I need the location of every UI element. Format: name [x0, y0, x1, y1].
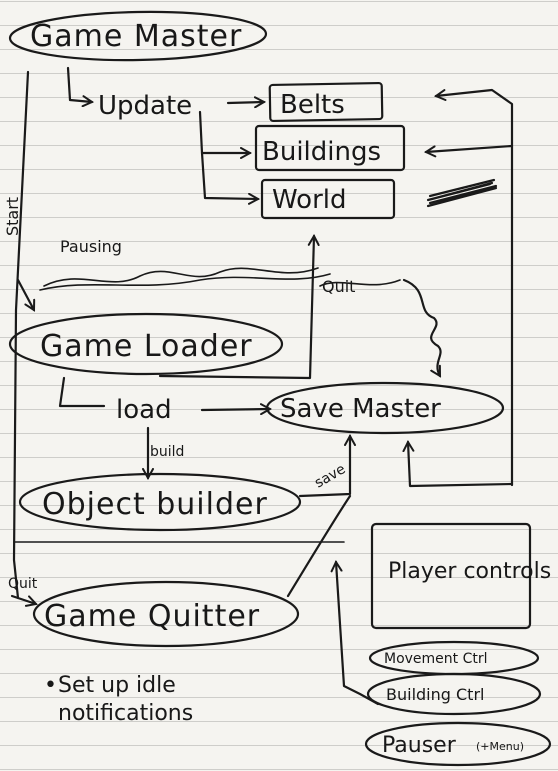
- start-line: [12, 70, 30, 600]
- pauser-label: Pauser: [382, 733, 457, 758]
- building-ctrl-node: Building Ctrl: [366, 672, 542, 716]
- quit-to-save-squiggle: [402, 278, 442, 376]
- save-master-ellipse: [265, 381, 505, 435]
- game-quitter-label: Game Quitter: [44, 599, 260, 634]
- player-controls-box: [370, 522, 532, 630]
- loader-to-world-arrow: [158, 236, 314, 380]
- load-to-save-arrow: [200, 409, 270, 410]
- building-ctrl-label: Building Ctrl: [386, 685, 484, 704]
- object-builder-label: Object builder: [42, 487, 268, 522]
- game-master-node: Game Master: [8, 10, 268, 62]
- right-loop-to-buildings: [426, 144, 514, 152]
- quit-upper-label: Quit: [322, 277, 355, 296]
- player-controls-node: Player controls: [370, 522, 551, 630]
- object-builder-node: Object builder: [18, 472, 302, 532]
- load-label: load: [116, 395, 172, 425]
- game-master-label: Game Master: [30, 19, 242, 54]
- quit-lower-label: Quit: [8, 576, 38, 592]
- buildings-node: Buildings: [254, 124, 406, 172]
- world-scribble: [426, 178, 498, 208]
- idle-bullet: •: [44, 673, 57, 698]
- game-master-ellipse: [8, 10, 268, 62]
- player-controls-label: Player controls: [388, 559, 551, 584]
- belts-box: [268, 81, 384, 123]
- game-quitter-node: Game Quitter: [32, 580, 300, 648]
- idle-line-2: notifications: [58, 701, 193, 726]
- right-bottom-loop: [408, 442, 514, 488]
- pauser-note: (+Menu): [476, 740, 524, 753]
- save-master-node: Save Master: [265, 381, 505, 435]
- buildings-box: [254, 124, 406, 172]
- movement-ctrl-label: Movement Ctrl: [384, 651, 488, 667]
- pausing-label: Pausing: [60, 237, 122, 256]
- building-ctrl-ellipse: [366, 672, 542, 716]
- quit-upper-strike: [319, 279, 401, 287]
- game-loader-ellipse: [8, 312, 284, 376]
- world-box: [260, 178, 396, 220]
- update-to-buildings-arrow: [198, 110, 250, 153]
- belts-node: Belts: [268, 81, 384, 123]
- pauser-node: Pauser (+Menu): [364, 721, 552, 767]
- movement-ctrl-node: Movement Ctrl: [368, 640, 540, 676]
- quitter-to-save-line: [286, 494, 352, 598]
- object-builder-ellipse: [18, 472, 302, 532]
- loader-to-load-connector: [58, 376, 106, 408]
- pausing-strikethrough: [39, 267, 331, 291]
- game-loader-node: Game Loader: [8, 312, 284, 376]
- update-label: Update: [98, 91, 192, 121]
- game-loader-label: Game Loader: [40, 329, 253, 364]
- right-loop-to-belts: [436, 88, 514, 487]
- world-label: World: [272, 185, 347, 215]
- builder-to-save-arrow: [298, 436, 350, 498]
- belts-label: Belts: [280, 90, 345, 120]
- master-to-update-connector: [66, 66, 92, 102]
- quit-to-quitter-arrow: [10, 594, 36, 604]
- save-master-label: Save Master: [280, 394, 441, 424]
- pauser-ellipse: [364, 721, 552, 767]
- update-to-world-arrow: [200, 151, 258, 199]
- game-quitter-ellipse: [32, 580, 300, 648]
- idle-line-1: Set up idle: [58, 673, 176, 698]
- start-to-loader-arrow: [16, 278, 34, 310]
- controls-to-quitter-arrow: [336, 562, 380, 706]
- buildings-label: Buildings: [262, 137, 381, 167]
- build-label: build: [150, 444, 184, 460]
- start-label: Start: [3, 197, 22, 236]
- world-node: World: [260, 178, 396, 220]
- save-label: save: [312, 461, 348, 491]
- update-to-belts-arrow: [226, 102, 264, 103]
